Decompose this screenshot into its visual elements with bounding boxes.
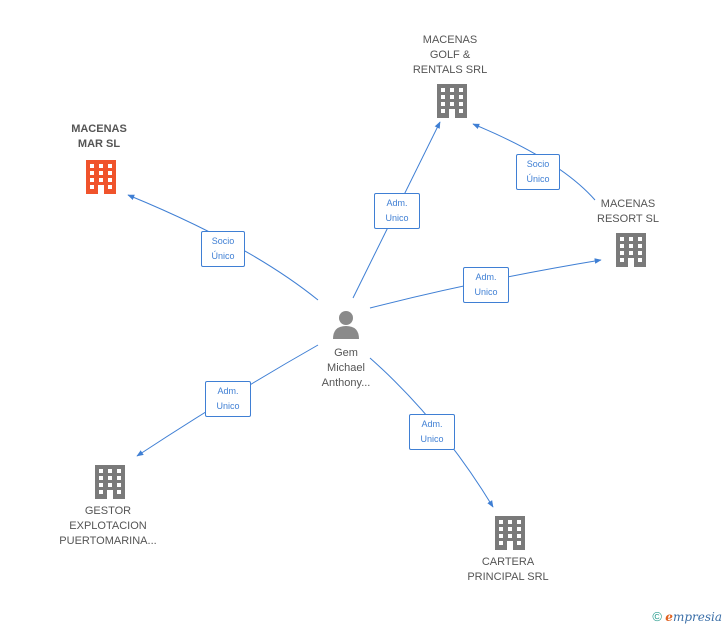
node-name-line: Gem (334, 347, 358, 359)
node-name-line: RESORT SL (597, 213, 659, 225)
node-name-line: MACENAS (71, 123, 127, 135)
node-label-gem-michael-anthony[interactable]: Gem Michael Anthony... (306, 346, 386, 391)
node-name-line: Michael (327, 362, 365, 374)
edge-label-line: Socio (211, 236, 235, 246)
edge-label-line: Adm. (475, 272, 497, 282)
node-name-line: RENTALS SRL (412, 64, 488, 76)
node-name-line: MACENAS (600, 198, 656, 210)
node-name-line: PRINCIPAL SRL (467, 571, 549, 583)
edge-label-line: Único (526, 174, 550, 184)
node-name-line: GESTOR (84, 505, 132, 517)
edge-label-line: Unico (216, 401, 240, 411)
edge-label-socio-unico-resort-golf[interactable]: Socio Único (516, 154, 560, 190)
node-name-line: EXPLOTACION (69, 520, 147, 532)
edge-label-line: Unico (385, 213, 409, 223)
building-icon-gestor[interactable] (95, 465, 125, 499)
edge-label-line: Unico (420, 434, 444, 444)
node-label-macenas-golf[interactable]: MACENAS GOLF & RENTALS SRL (400, 33, 500, 78)
building-icon-macenas-resort[interactable] (616, 233, 646, 267)
node-label-cartera[interactable]: CARTERA PRINCIPAL SRL (462, 555, 554, 585)
edge-label-adm-unico-cartera[interactable]: Adm. Unico (409, 414, 455, 450)
node-label-macenas-mar[interactable]: MACENAS MAR SL (58, 122, 140, 152)
brand-name: mpresia (672, 610, 722, 624)
node-name-line: MAR SL (77, 138, 121, 150)
building-icon-macenas-golf[interactable] (437, 84, 467, 118)
node-name-line: PUERTOMARINA... (59, 535, 157, 547)
node-name-line: MACENAS (422, 34, 478, 46)
edge-label-socio-unico-mar[interactable]: Socio Único (201, 231, 245, 267)
node-label-macenas-resort[interactable]: MACENAS RESORT SL (588, 197, 668, 227)
building-icon-macenas-mar[interactable] (86, 160, 116, 194)
empresia-logo: © empresia (652, 609, 722, 624)
person-icon[interactable] (333, 311, 359, 339)
node-name-line: CARTERA (481, 556, 535, 568)
edge-label-line: Adm. (421, 419, 443, 429)
building-icon-cartera[interactable] (495, 516, 525, 550)
node-label-gestor[interactable]: GESTOR EXPLOTACION PUERTOMARINA... (52, 504, 164, 549)
edge-label-adm-unico-resort[interactable]: Adm. Unico (463, 267, 509, 303)
edge-label-adm-unico-gestor[interactable]: Adm. Unico (205, 381, 251, 417)
node-name-line: GOLF & (429, 49, 471, 61)
edge-label-line: Adm. (217, 386, 239, 396)
edge-label-line: Unico (474, 287, 498, 297)
edge-label-line: Adm. (386, 198, 408, 208)
node-name-line: Anthony... (321, 377, 371, 389)
edge-label-adm-unico-golf[interactable]: Adm. Unico (374, 193, 420, 229)
copyright-icon: © (652, 609, 662, 624)
edge-label-line: Socio (526, 159, 550, 169)
brand-initial: e (665, 610, 673, 624)
edge-label-line: Único (211, 251, 235, 261)
